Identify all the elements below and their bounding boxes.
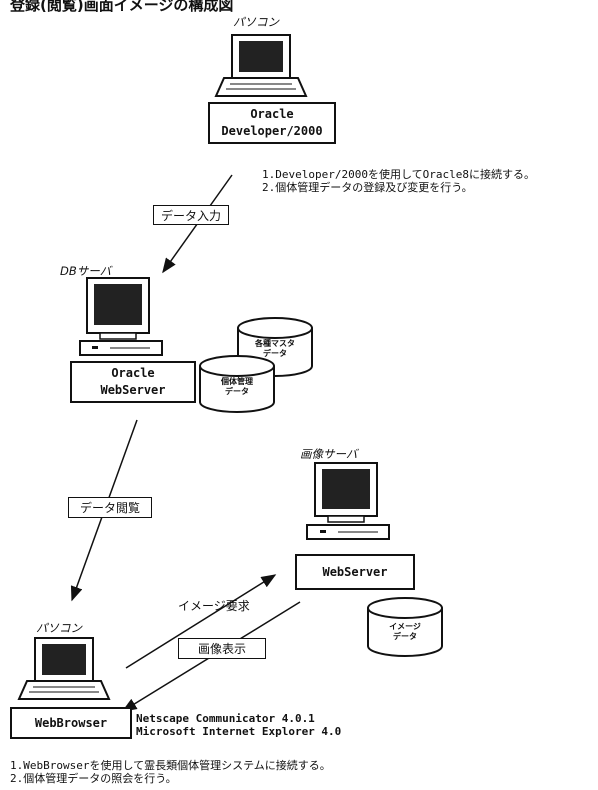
- browser-item-2: Microsoft Internet Explorer 4.0: [136, 725, 342, 738]
- pc-bottom-label: パソコン: [36, 621, 82, 635]
- image-data-label: イメージ データ: [375, 622, 435, 642]
- pc-top-notes: 1.Developer/2000を使用してOracle8に接続する。 2.個体管…: [262, 168, 535, 194]
- image-server-label: 画像サーバ: [300, 447, 358, 461]
- image-webserver-text: WebServer: [322, 564, 388, 579]
- image-webserver-box: WebServer: [295, 554, 415, 590]
- individual-data-line1: 個体管理: [221, 377, 253, 386]
- laptop-icon-bottom: [17, 637, 111, 700]
- image-data-cylinder: [367, 597, 443, 657]
- image-data-line2: データ: [393, 632, 417, 641]
- header-fragment: 登録(閲覧)画面イメージの構成図: [10, 0, 234, 14]
- server-computer-icon-image: [306, 462, 390, 540]
- oracle-developer-line1: Oracle: [250, 107, 294, 121]
- webbrowser-box: WebBrowser: [10, 707, 132, 739]
- pc-top-note-1: 1.Developer/2000を使用してOracle8に接続する。: [262, 168, 535, 181]
- bottom-note-1: 1.WebBrowserを使用して霊長類個体管理システムに接続する。: [10, 759, 331, 772]
- laptop-icon-top: [214, 34, 308, 97]
- db-server-label: DBサーバ: [60, 264, 112, 278]
- browser-item-1: Netscape Communicator 4.0.1: [136, 712, 315, 725]
- data-input-label: データ入力: [153, 205, 229, 225]
- master-data-label: 各種マスタ データ: [245, 339, 305, 359]
- oracle-webserver-line1: Oracle: [111, 366, 155, 380]
- image-display-label: 画像表示: [178, 638, 266, 659]
- server-computer-icon-db: [79, 277, 163, 356]
- oracle-webserver-box: Oracle WebServer: [70, 361, 196, 403]
- oracle-webserver-line2: WebServer: [100, 383, 166, 397]
- individual-data-line2: データ: [225, 387, 249, 396]
- pc-top-note-2: 2.個体管理データの登録及び変更を行う。: [262, 181, 473, 194]
- image-request-label: イメージ要求: [178, 599, 250, 613]
- browser-list: Netscape Communicator 4.0.1 Microsoft In…: [136, 712, 341, 738]
- arrow-image-request: [125, 574, 277, 669]
- data-view-label: データ閲覧: [68, 497, 152, 518]
- oracle-developer-line2: Developer/2000: [221, 124, 323, 138]
- individual-data-label: 個体管理 データ: [207, 377, 267, 397]
- image-data-line1: イメージ: [389, 622, 421, 631]
- bottom-notes: 1.WebBrowserを使用して霊長類個体管理システムに接続する。 2.個体管…: [10, 759, 331, 785]
- webbrowser-text: WebBrowser: [34, 715, 108, 730]
- bottom-note-2: 2.個体管理データの照会を行う。: [10, 772, 177, 785]
- pc-top-label: パソコン: [233, 15, 279, 29]
- master-data-line1: 各種マスタ: [255, 339, 295, 348]
- individual-data-cylinder: [199, 355, 275, 413]
- oracle-developer-box: Oracle Developer/2000: [208, 102, 336, 144]
- master-data-line2: データ: [263, 349, 287, 358]
